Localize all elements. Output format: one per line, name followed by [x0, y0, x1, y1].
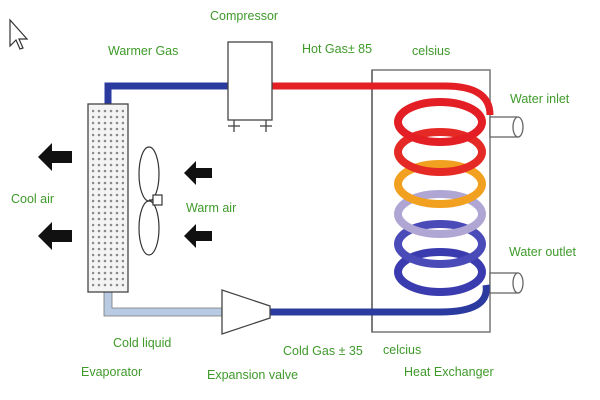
arrow-left-icon — [38, 222, 72, 250]
cold-liquid-label: Cold liquid — [113, 336, 172, 350]
cool-air-label: Cool air — [11, 192, 55, 206]
hot-gas-label: Hot Gas± 85 — [302, 42, 373, 56]
warmer-gas-label: Warmer Gas — [108, 44, 179, 58]
cold-liquid-pipe-edge — [103, 292, 222, 317]
water-outlet-nozzle — [489, 272, 524, 294]
warmer-gas-pipe — [104, 82, 228, 104]
expansion-valve — [221, 289, 271, 335]
compressor — [227, 41, 273, 132]
evaporator — [87, 103, 129, 293]
water-inlet-nozzle — [489, 116, 524, 138]
cold-liquid-pipe — [104, 292, 222, 316]
warm-air-label: Warm air — [186, 201, 237, 215]
fan-icon — [138, 146, 163, 256]
hot-gas-pipe — [272, 82, 494, 116]
cold-gas-label: Cold Gas ± 35 — [283, 344, 363, 358]
cold-gas-unit-label: celcius — [383, 343, 422, 357]
expansion-valve-label: Expansion valve — [207, 368, 299, 382]
heat-exchanger-coil — [394, 98, 486, 296]
cold-gas-pipe — [270, 284, 490, 316]
arrow-left-icon — [184, 224, 212, 248]
hot-gas-unit-label: celsius — [412, 44, 451, 58]
arrow-left-icon — [38, 143, 72, 171]
heat-exchanger-label: Heat Exchanger — [404, 365, 494, 379]
water-outlet-label: Water outlet — [509, 245, 576, 259]
water-inlet-label: Water inlet — [510, 92, 570, 106]
arrow-left-icon — [184, 161, 212, 185]
cursor-arrow-icon — [9, 18, 29, 50]
compressor-label: Compressor — [210, 9, 279, 23]
evaporator-label: Evaporator — [81, 365, 143, 379]
